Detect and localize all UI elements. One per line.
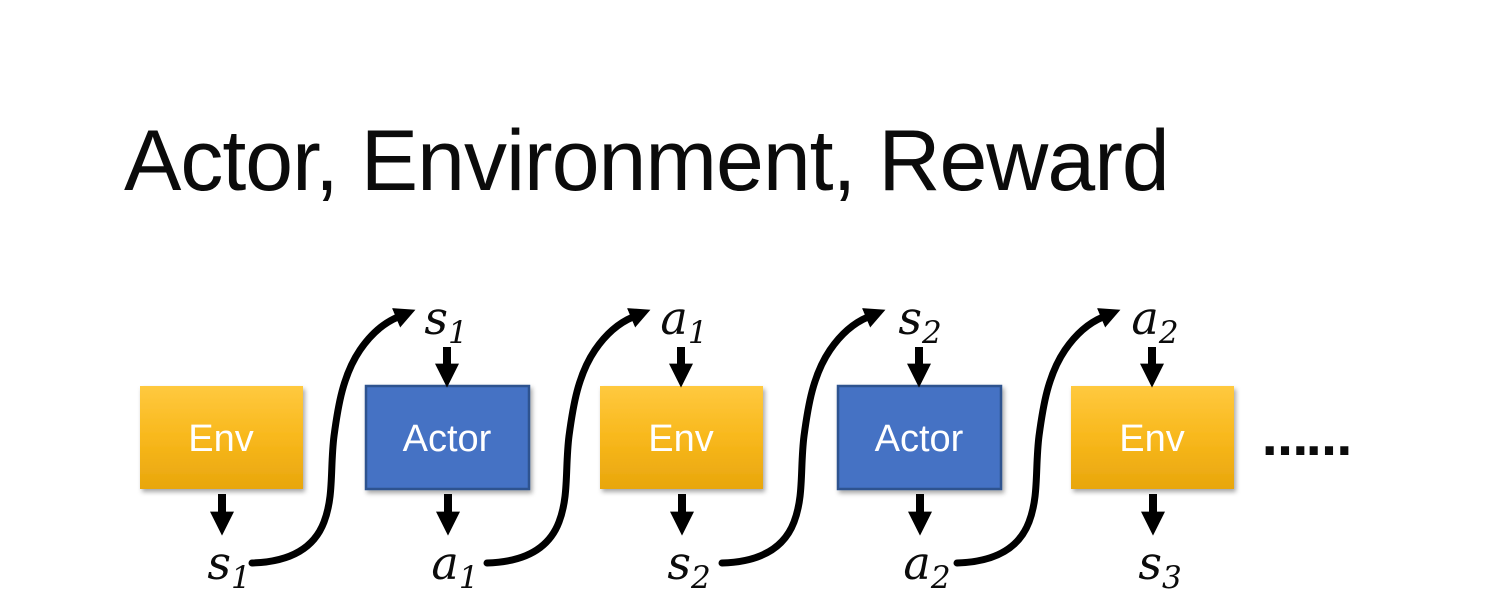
bottom-label-a2-base: a xyxy=(903,536,930,590)
top-label-a2-base: a xyxy=(1131,291,1158,345)
top-label-s2-sub: 2 xyxy=(921,315,942,351)
env-box-2-rect xyxy=(600,386,763,489)
env-box-2-label: Env xyxy=(648,418,713,460)
top-label-s1: s1 xyxy=(424,291,467,351)
env-box-3: Env xyxy=(1071,386,1234,489)
bottom-label-a1: a1 xyxy=(431,536,478,596)
top-label-a2: a2 xyxy=(1131,291,1178,351)
bottom-label-s3-sub: 3 xyxy=(1162,560,1182,596)
continuation-ellipsis: …… xyxy=(1262,412,1350,466)
transition-curve-4 xyxy=(953,308,1121,567)
bottom-label-s2-sub: 2 xyxy=(690,560,711,596)
bottom-label-a2: a2 xyxy=(903,536,950,596)
bottom-label-s1-base: s xyxy=(207,536,231,590)
actor-box-2-rect xyxy=(836,384,1003,491)
top-label-s2: s2 xyxy=(898,291,941,351)
actor-box-1-label: Actor xyxy=(403,418,492,460)
top-label-a1-base: a xyxy=(660,291,687,345)
bottom-label-s2: s2 xyxy=(667,536,710,596)
actor-box-1-rect xyxy=(364,384,531,491)
bottom-label-a1-base: a xyxy=(431,536,458,590)
bottom-label-a1-sub: 1 xyxy=(459,560,479,596)
top-label-s1-sub: 1 xyxy=(448,315,468,351)
env-box-3-label: Env xyxy=(1119,418,1184,460)
bottom-label-s3: s3 xyxy=(1138,536,1181,596)
top-label-a1: a1 xyxy=(660,291,707,351)
top-label-s1-base: s xyxy=(424,291,448,345)
env-box-1-rect xyxy=(140,386,303,489)
transition-curve-1 xyxy=(248,308,416,567)
actor-box-2-label: Actor xyxy=(875,418,964,460)
env-box-3-rect xyxy=(1071,386,1234,489)
top-label-s2-base: s xyxy=(898,291,922,345)
bottom-label-s1-sub: 1 xyxy=(231,560,251,596)
slide-title: Actor, Environment, Reward xyxy=(124,113,1170,209)
bottom-label-a2-sub: 2 xyxy=(930,560,951,596)
env-box-1-label: Env xyxy=(188,418,253,460)
bottom-label-s3-base: s xyxy=(1138,536,1162,590)
bottom-label-s2-base: s xyxy=(667,536,691,590)
actor-box-1: Actor xyxy=(364,384,531,491)
transition-curve-3 xyxy=(718,308,886,567)
transition-curve-2 xyxy=(483,308,651,567)
env-box-1: Env xyxy=(140,386,303,489)
actor-box-2: Actor xyxy=(836,384,1003,491)
bottom-label-s1: s1 xyxy=(207,536,250,596)
env-box-2: Env xyxy=(600,386,763,489)
top-label-a2-sub: 2 xyxy=(1158,315,1179,351)
top-label-a1-sub: 1 xyxy=(688,315,708,351)
